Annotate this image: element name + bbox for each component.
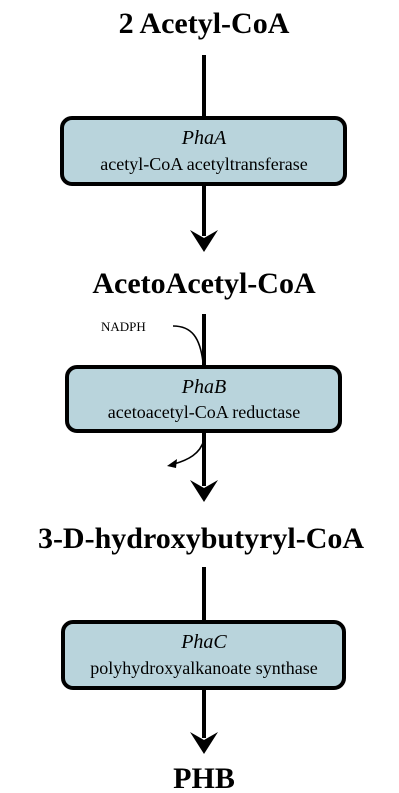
arrowhead-1 <box>190 230 218 252</box>
enzyme-box-phab: PhaB acetoacetyl-CoA reductase <box>65 365 342 433</box>
enzyme-gene-phac: PhaC <box>180 631 227 653</box>
enzyme-name-phaa: acetyl-CoA acetyltransferase <box>100 154 307 174</box>
enzyme-gene-phab: PhaB <box>181 376 226 398</box>
nadp-release-arrowhead <box>167 459 177 468</box>
arrowhead-3 <box>190 732 218 754</box>
cofactor-nadph: NADPH <box>101 319 146 334</box>
enzyme-name-phac: polyhydroxyalkanoate synthase <box>90 658 317 678</box>
enzyme-box-phac: PhaC polyhydroxyalkanoate synthase <box>61 620 346 690</box>
enzyme-box-phaa: PhaA acetyl-CoA acetyltransferase <box>60 116 347 186</box>
arrowhead-2 <box>190 480 218 502</box>
nadp-release-curve <box>173 439 205 465</box>
compound-phb: PHB <box>173 762 235 793</box>
nadph-curve <box>172 325 204 363</box>
compound-acetyl-coa: 2 Acetyl-CoA <box>119 7 290 40</box>
enzyme-name-phab: acetoacetyl-CoA reductase <box>108 402 300 422</box>
enzyme-gene-phaa: PhaA <box>181 127 227 149</box>
compound-acetoacetyl-coa: AcetoAcetyl-CoA <box>92 267 316 300</box>
compound-hydroxybutyryl-coa: 3-D-hydroxybutyryl-CoA <box>38 522 364 555</box>
